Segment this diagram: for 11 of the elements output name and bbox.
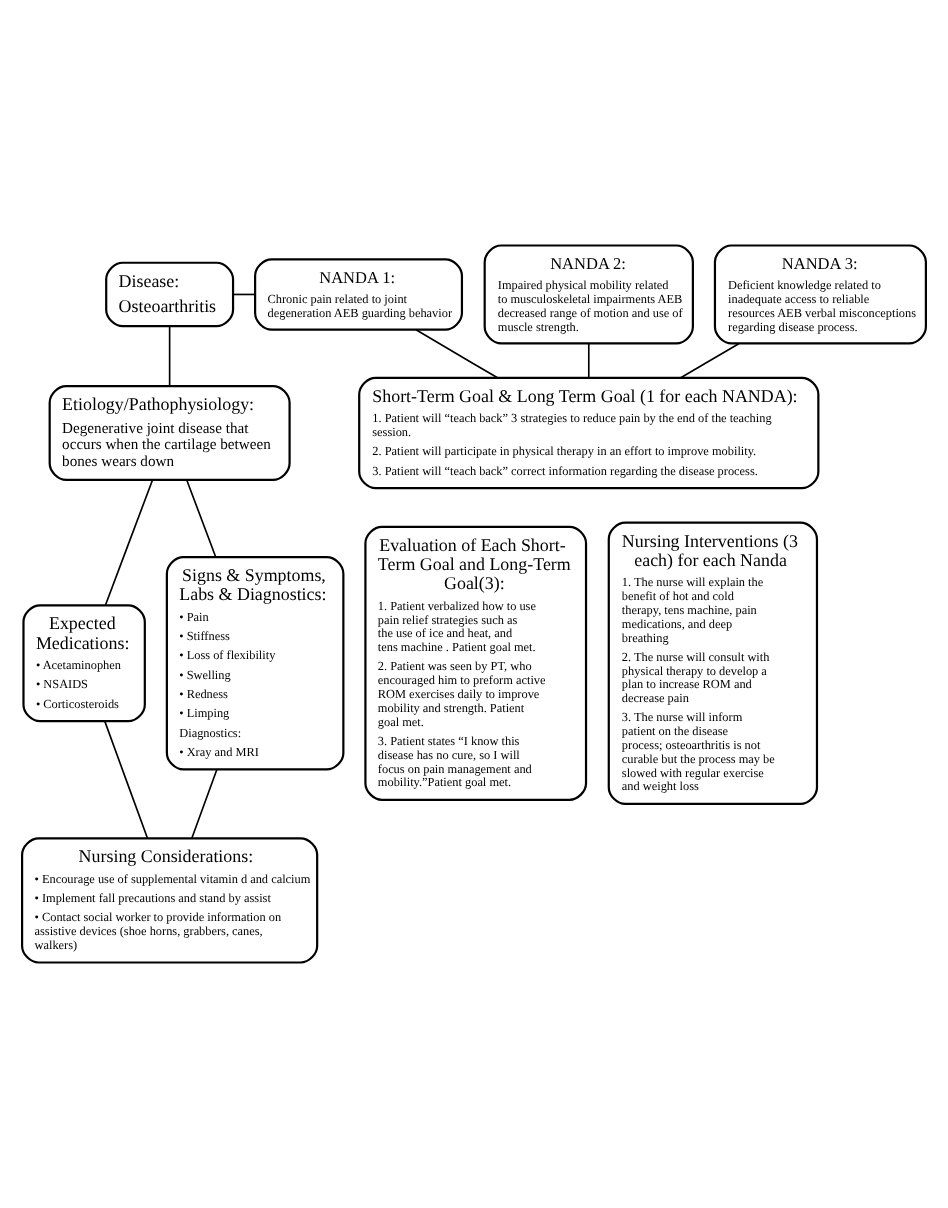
node-box: Etiology/Pathophysiology: Degenerative joint disease that occurs when the cartilage between bones wears down — [48, 385, 291, 481]
connector — [104, 720, 149, 840]
connector — [186, 479, 217, 558]
connector — [104, 479, 154, 606]
connector — [679, 342, 740, 379]
connector — [232, 293, 256, 296]
connector — [191, 768, 218, 839]
connector — [168, 325, 171, 387]
connector — [587, 342, 590, 379]
node-box: Disease: Osteoarthritis — [105, 261, 235, 328]
connector — [415, 328, 499, 379]
